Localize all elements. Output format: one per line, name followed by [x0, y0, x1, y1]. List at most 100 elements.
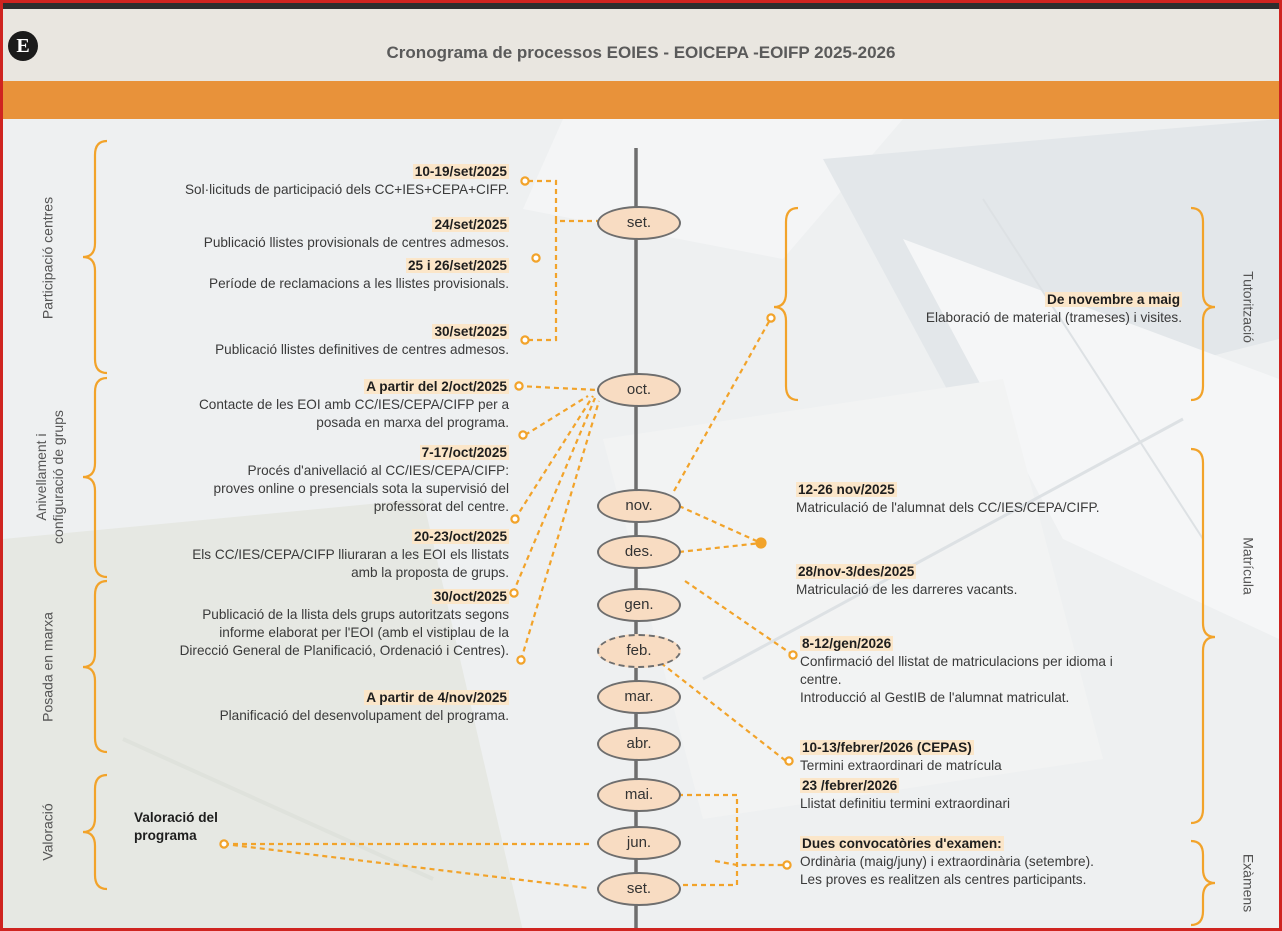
event-left-2: 24/set/2025 Publicació llistes provision… — [204, 216, 509, 252]
event-right-1: 12-26 nov/2025 Matriculació de l'alumnat… — [796, 481, 1100, 517]
event-left-9: A partir de 4/nov/2025 Planificació del … — [220, 689, 509, 725]
event-text: Confirmació del llistat de matriculacion… — [800, 654, 1113, 669]
event-right-exam: Dues convocatòries d'examen: Ordinària (… — [800, 835, 1094, 889]
event-text: Elaboració de material (trameses) i visi… — [925, 310, 1182, 325]
connector-oct-3 — [524, 395, 589, 436]
connector-nov-matric — [678, 504, 762, 545]
event-text: Publicació llistes definitives de centre… — [215, 342, 509, 357]
event-right-4: 10-13/febrer/2026 (CEPAS) Termini extrao… — [800, 739, 1002, 775]
event-date: 25 i 26/set/2025 — [405, 258, 509, 273]
event-left-6: 7-17/oct/2025 Procés d'anivellació al CC… — [214, 444, 509, 516]
event-text: Direcció General de Planificació, Ordena… — [179, 643, 509, 658]
event-date: 30/oct/2025 — [431, 589, 509, 604]
brace-matricula — [1190, 447, 1216, 825]
event-text: Període de reclamacions a les llistes pr… — [209, 276, 509, 291]
connector-oct-4 — [511, 397, 597, 594]
event-right-tutor: De novembre a maig Elaboració de materia… — [926, 291, 1182, 327]
event-right-3: 8-12/gen/2026 Confirmació del llistat de… — [800, 635, 1113, 707]
month-node-jun: jun. — [597, 826, 681, 860]
event-right-5: 23 /febrer/2026 Llistat definitiu termin… — [800, 777, 1010, 813]
month-node-set: set. — [597, 206, 681, 240]
section-braces — [82, 139, 1216, 927]
event-left-7: 20-23/oct/2025 Els CC/IES/CEPA/CIFP lliu… — [192, 528, 509, 582]
event-text: Llistat definitiu termini extraordinari — [800, 796, 1011, 811]
event-text: Matriculació de l'alumnat dels CC/IES/CE… — [796, 500, 1100, 515]
month-node-mai: mai. — [597, 778, 681, 812]
event-text: informe elaborat per l'EOI (amb el visti… — [219, 625, 509, 640]
month-node-set-2: set. — [597, 872, 681, 906]
event-left-5: A partir del 2/oct/2025 Contacte de les … — [199, 378, 509, 432]
connector-set-2 — [528, 221, 558, 342]
connector-mai-set — [678, 793, 739, 887]
connector-nov-tutor — [673, 317, 772, 492]
event-text: amb la proposta de grups. — [351, 565, 509, 580]
section-valoracio: Valoració — [39, 803, 56, 861]
brace-posada — [82, 579, 108, 754]
brace-participacio — [82, 139, 108, 375]
month-node-des: des. — [597, 535, 681, 569]
event-date: 23 /febrer/2026 — [800, 778, 900, 793]
accent-band — [3, 81, 1279, 119]
event-text: posada en marxa del programa. — [316, 415, 509, 430]
event-left-4: 30/set/2025 Publicació llistes definitiv… — [215, 323, 509, 359]
section-examens: Exàmens — [1240, 853, 1257, 913]
event-left-1: 10-19/set/2025 Sol·licituds de participa… — [185, 163, 509, 199]
section-posada: Posada en marxa — [39, 612, 56, 722]
event-date: 24/set/2025 — [432, 217, 509, 232]
header: E Cronograma de processos EOIES - EOICEP… — [3, 9, 1279, 82]
event-text: Sol·licituds de participació dels CC+IES… — [184, 182, 509, 197]
month-node-mar: mar. — [597, 680, 681, 714]
event-text: Termini extraordinari de matrícula — [800, 758, 1002, 773]
event-right-2: 28/nov-3/des/2025 Matriculació de les da… — [796, 563, 1017, 599]
event-text: Els CC/IES/CEPA/CIFP lliuraran a les EOI… — [192, 547, 509, 562]
connector-des-matric — [678, 541, 762, 554]
brace-anivellament — [82, 376, 108, 579]
brace-tutor-right — [1190, 206, 1216, 402]
brace-examens — [1190, 839, 1216, 927]
event-text: proves online o presencials sota la supe… — [213, 481, 509, 496]
brace-valoracio — [82, 773, 108, 891]
event-date: A partir del 2/oct/2025 — [364, 379, 509, 394]
event-text: centre. — [800, 672, 842, 687]
month-node-gen: gen. — [597, 588, 681, 622]
event-date: 28/nov-3/des/2025 — [796, 564, 917, 579]
event-date: 10-13/febrer/2026 (CEPAS) — [800, 740, 974, 755]
page-title: Cronograma de processos EOIES - EOICEPA … — [386, 43, 896, 62]
event-date: De novembre a maig — [1045, 292, 1182, 307]
connector-exam — [714, 859, 786, 867]
event-text: Les proves es realitzen als centres part… — [800, 872, 1087, 887]
event-text: Procés d'anivellació al CC/IES/CEPA/CIFP… — [247, 463, 509, 478]
section-participacio: Participació centres — [39, 196, 56, 320]
event-text: professorat del centre. — [373, 499, 509, 514]
section-anivellament: Anivellament i configuració de grups — [33, 410, 66, 544]
month-node-feb: feb. — [597, 634, 681, 668]
event-date: Dues convocatòries d'examen: — [800, 836, 1004, 851]
connector-oct-1 — [517, 384, 599, 392]
event-date: 12-26 nov/2025 — [796, 482, 897, 497]
event-text: Publicació llistes provisionals de centr… — [203, 235, 509, 250]
connector-val-set — [223, 842, 589, 890]
month-node-nov: nov. — [597, 489, 681, 523]
event-date: Valoració del — [134, 810, 218, 825]
event-text: Contacte de les EOI amb CC/IES/CEPA/CIFP… — [198, 397, 509, 412]
event-date: A partir de 4/nov/2025 — [364, 690, 509, 705]
event-text: Introducció al GestIB de l'alumnat matri… — [800, 690, 1070, 705]
event-date: 10-19/set/2025 — [412, 164, 509, 179]
event-date: 7-17/oct/2025 — [419, 445, 509, 460]
event-text: Ordinària (maig/juny) i extraordinària (… — [800, 854, 1094, 869]
month-node-oct: oct. — [597, 373, 681, 407]
event-valoracio: Valoració del programa — [134, 809, 218, 845]
connector-gen — [684, 580, 794, 656]
section-matricula: Matrícula — [1240, 537, 1257, 595]
event-text: Planificació del desenvolupament del pro… — [219, 708, 509, 723]
connector-oct-2 — [514, 395, 594, 520]
section-tutoritzacio: Tutorització — [1240, 271, 1257, 343]
logo-icon: E — [8, 31, 38, 61]
brace-tutor-left — [773, 206, 799, 402]
event-date: 8-12/gen/2026 — [800, 636, 894, 651]
event-date: 20-23/oct/2025 — [412, 529, 509, 544]
connector-set-1 — [528, 179, 598, 223]
connector-dots — [219, 176, 798, 870]
connector-oct-5 — [519, 400, 601, 661]
